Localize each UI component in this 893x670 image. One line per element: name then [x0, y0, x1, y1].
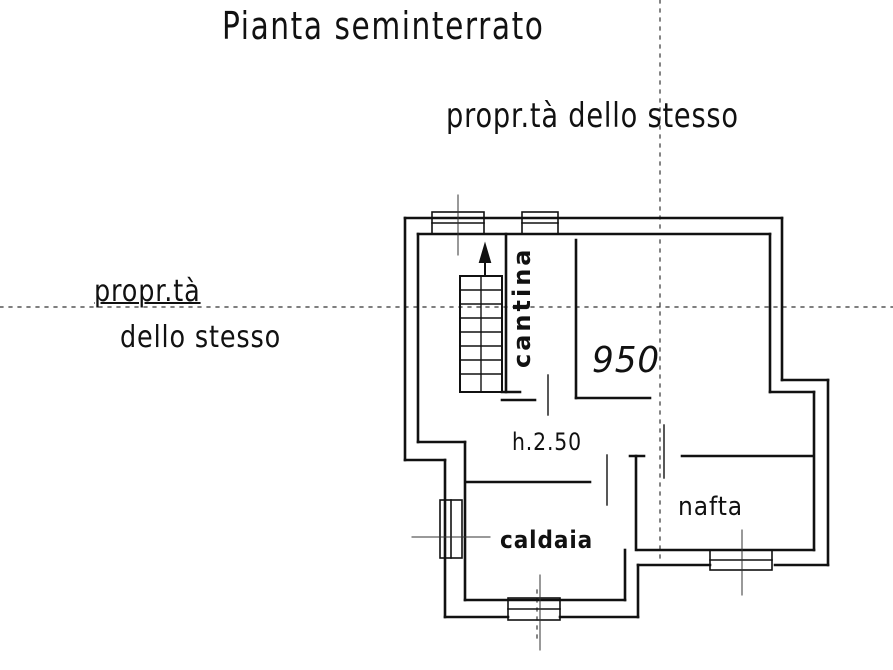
interior-walls — [464, 232, 814, 552]
neighbor-label-left-line2: dello stesso — [120, 320, 282, 355]
page-title: Pianta seminterrato — [222, 4, 545, 48]
outer-walls — [403, 216, 830, 619]
door-lines — [547, 374, 665, 506]
staircase — [459, 241, 503, 393]
window-axes — [411, 194, 743, 651]
room-label-caldaia: caldaia — [500, 526, 594, 554]
neighbor-label-top: propr.tà dello stesso — [446, 96, 739, 136]
room-label-nafta: nafta — [678, 492, 744, 522]
ceiling-height-label: h.2.50 — [512, 428, 582, 456]
room-label-cantina: cantina — [508, 246, 536, 369]
reference-axes — [0, 0, 893, 641]
area-value-label: 950 — [592, 340, 661, 381]
windows — [431, 211, 773, 621]
neighbor-label-left-line1: propr.tà — [94, 274, 201, 309]
